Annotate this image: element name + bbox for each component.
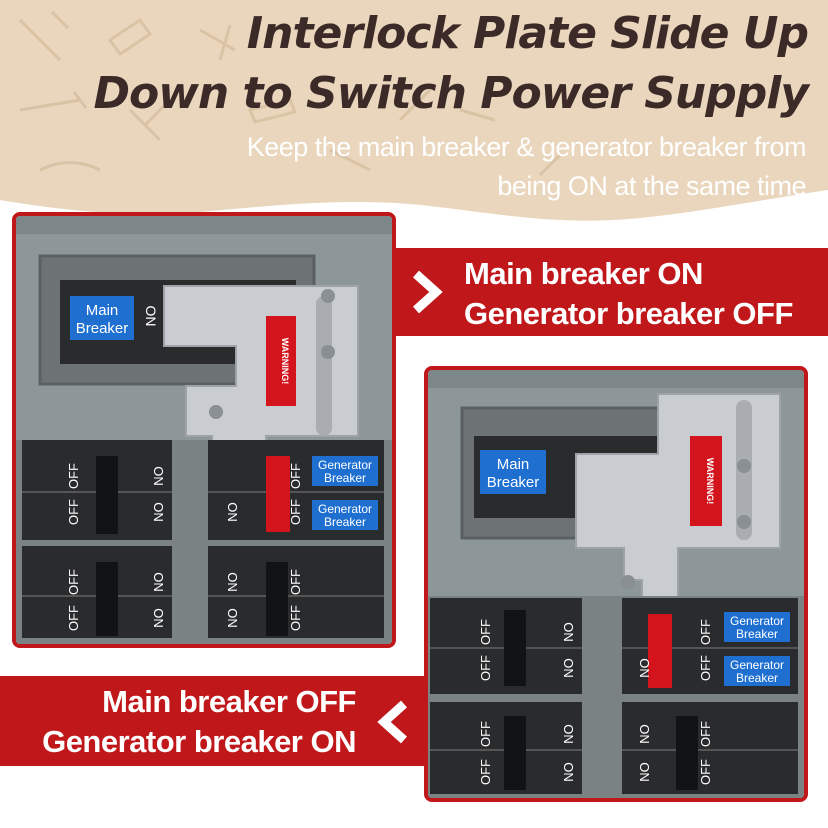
- chevron-right-icon: [412, 270, 443, 314]
- svg-text:OFF: OFF: [478, 655, 493, 681]
- svg-text:Main: Main: [497, 456, 530, 473]
- photo-generator-on: Main Breaker WARNING! OFF OFF: [424, 366, 808, 802]
- state-bottom-line-2: Generator breaker ON: [42, 724, 356, 759]
- svg-text:OFF: OFF: [66, 463, 81, 489]
- plate-slot: [316, 296, 332, 436]
- svg-text:OFF: OFF: [478, 619, 493, 645]
- screw-icon: [737, 515, 751, 529]
- state-banner-generator-on: Main breaker OFF Generator breaker ON: [0, 676, 424, 766]
- warning-text: WARNING!: [280, 338, 290, 385]
- svg-text:ON: ON: [151, 608, 166, 628]
- svg-text:OFF: OFF: [478, 721, 493, 747]
- main-breaker-label: [70, 296, 134, 340]
- headline-line-2: Down to Switch Power Supply: [93, 68, 809, 119]
- svg-text:ON: ON: [151, 572, 166, 592]
- svg-text:OFF: OFF: [698, 759, 713, 785]
- svg-text:OFF: OFF: [698, 655, 713, 681]
- photo-main-on: Main Breaker ON WARNING!: [12, 212, 396, 648]
- svg-text:Generator: Generator: [318, 458, 372, 472]
- generator-label: [312, 456, 378, 486]
- svg-text:ON: ON: [561, 724, 576, 744]
- svg-text:Breaker: Breaker: [487, 474, 540, 491]
- main-label-line-2: Breaker: [76, 320, 129, 337]
- svg-text:ON: ON: [637, 724, 652, 744]
- warning-sticker: [690, 436, 722, 526]
- svg-text:ON: ON: [225, 608, 240, 628]
- state-top-line-2: Generator breaker OFF: [464, 296, 793, 331]
- generator-breaker-handle: [648, 614, 672, 688]
- svg-text:Generator: Generator: [730, 614, 784, 628]
- svg-text:ON: ON: [637, 658, 652, 678]
- svg-text:Breaker: Breaker: [324, 471, 366, 485]
- generator-label: [312, 500, 378, 530]
- svg-text:OFF: OFF: [66, 605, 81, 631]
- svg-text:OFF: OFF: [66, 499, 81, 525]
- screw-icon: [321, 289, 335, 303]
- svg-text:Breaker: Breaker: [324, 515, 366, 529]
- svg-text:OFF: OFF: [288, 463, 303, 489]
- state-banner-main-on: Main breaker ON Generator breaker OFF: [396, 248, 828, 336]
- svg-text:ON: ON: [561, 762, 576, 782]
- screw-icon: [209, 405, 223, 419]
- svg-text:Generator: Generator: [318, 502, 372, 516]
- generator-label: [724, 656, 790, 686]
- svg-text:OFF: OFF: [478, 759, 493, 785]
- subheadline-line-2: being ON at the same time: [497, 171, 806, 201]
- svg-text:OFF: OFF: [288, 605, 303, 631]
- tool-pattern-icon: [18, 10, 562, 177]
- svg-text:WARNING!: WARNING!: [705, 458, 715, 505]
- chevron-left-icon: [377, 700, 408, 744]
- warning-sticker: [266, 316, 296, 406]
- svg-text:OFF: OFF: [288, 569, 303, 595]
- svg-text:ON: ON: [225, 502, 240, 522]
- svg-text:Breaker: Breaker: [736, 627, 778, 641]
- main-breaker-label: [480, 450, 546, 494]
- state-top-line-1: Main breaker ON: [464, 256, 703, 291]
- svg-text:Generator: Generator: [730, 658, 784, 672]
- svg-text:OFF: OFF: [288, 499, 303, 525]
- screw-icon: [621, 575, 635, 589]
- headline-line-1: Interlock Plate Slide Up: [246, 8, 809, 59]
- svg-text:ON: ON: [151, 466, 166, 486]
- main-label-line-1: Main: [86, 302, 119, 319]
- svg-text:ON: ON: [561, 622, 576, 642]
- main-on-label: ON: [143, 306, 159, 327]
- subheadline-line-1: Keep the main breaker & generator breake…: [246, 132, 807, 162]
- svg-text:OFF: OFF: [66, 569, 81, 595]
- svg-text:OFF: OFF: [698, 721, 713, 747]
- state-bottom-line-1: Main breaker OFF: [102, 684, 356, 719]
- svg-text:Breaker: Breaker: [736, 671, 778, 685]
- svg-text:ON: ON: [561, 658, 576, 678]
- svg-text:ON: ON: [225, 572, 240, 592]
- hero-background: [0, 0, 828, 221]
- generator-breaker-handle: [266, 456, 290, 532]
- screw-icon: [321, 345, 335, 359]
- svg-text:ON: ON: [151, 502, 166, 522]
- svg-text:OFF: OFF: [698, 619, 713, 645]
- screw-icon: [737, 459, 751, 473]
- svg-text:ON: ON: [637, 762, 652, 782]
- generator-label: [724, 612, 790, 642]
